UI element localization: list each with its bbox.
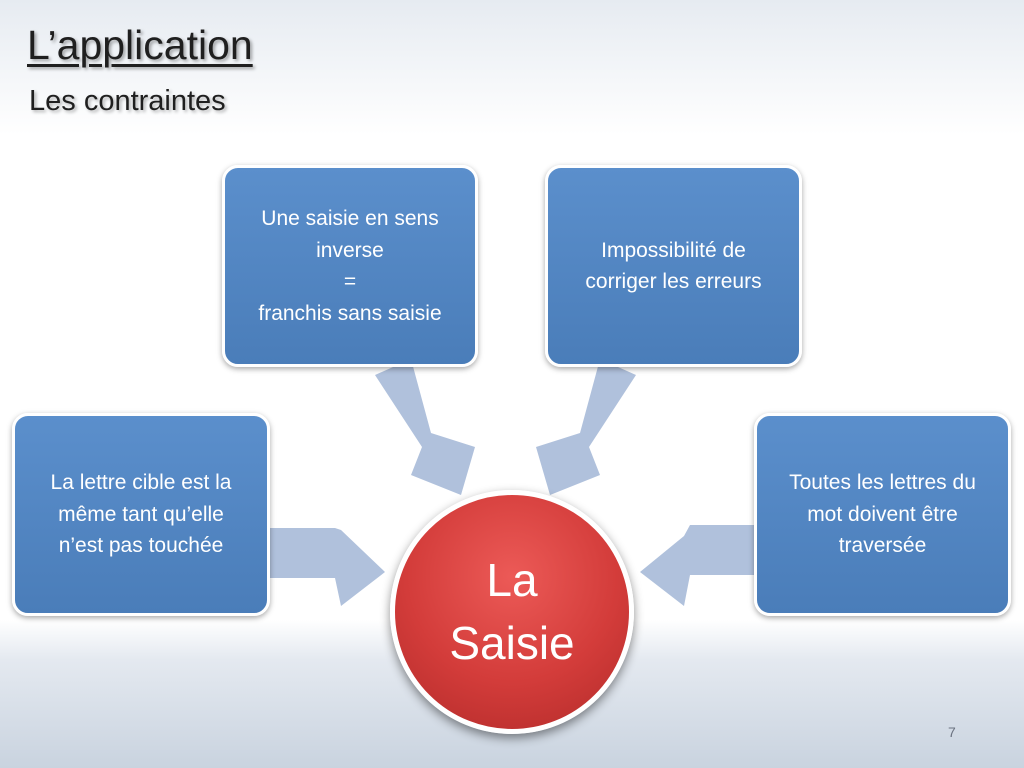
node-top-left-line-2: inverse bbox=[316, 238, 384, 262]
arrow-left bbox=[270, 528, 385, 606]
node-top-left-line-1: Une saisie en sens bbox=[261, 207, 439, 230]
arrow-top-left bbox=[375, 359, 475, 495]
node-right-line-1: Toutes les lettres du bbox=[789, 471, 976, 495]
node-right-line-2: mot doivent être bbox=[807, 502, 958, 526]
center-node-line-1: La bbox=[486, 553, 538, 606]
node-left: La lettre cible est la même tant qu’elle… bbox=[12, 413, 270, 616]
node-right-line-3: traversée bbox=[838, 534, 927, 558]
node-left-line-1: La lettre cible est la bbox=[50, 471, 232, 495]
arrow-right bbox=[640, 525, 757, 606]
center-node-line-2: Saisie bbox=[449, 617, 575, 669]
node-top-right-line-2: corriger les erreurs bbox=[585, 270, 762, 293]
node-top-right-line-1: Impossibilité de bbox=[601, 238, 746, 262]
page-number: 7 bbox=[948, 724, 956, 740]
arrow-top-right bbox=[536, 359, 636, 495]
slide-subtitle: Les contraintes bbox=[29, 85, 226, 117]
node-top-left-line-3: = bbox=[343, 270, 357, 293]
node-top-left-line-4: franchis sans saisie bbox=[258, 301, 442, 325]
node-left-line-2: même tant qu’elle bbox=[58, 502, 224, 526]
center-node: La Saisie bbox=[390, 490, 634, 734]
node-left-line-3: n’est pas touchée bbox=[58, 534, 224, 558]
node-right: Toutes les lettres du mot doivent être t… bbox=[754, 413, 1011, 616]
node-top-left: Une saisie en sens inverse = franchis sa… bbox=[222, 165, 478, 367]
node-top-right: Impossibilité de corriger les erreurs bbox=[545, 165, 802, 367]
slide-title: L’application bbox=[27, 22, 253, 68]
